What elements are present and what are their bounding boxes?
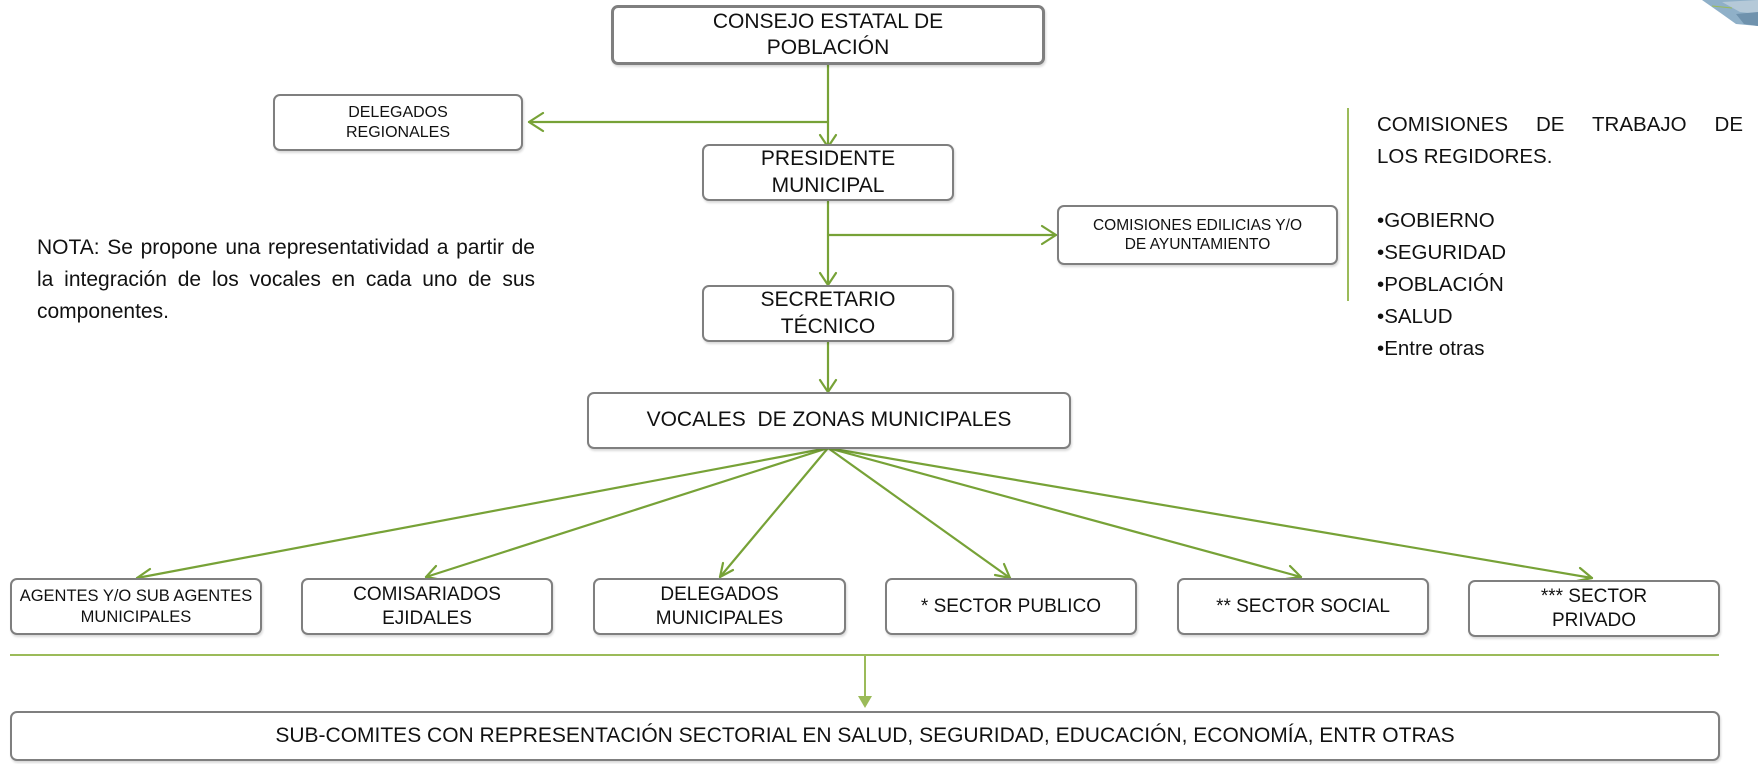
node-consejo-estatal: CONSEJO ESTATAL DE POBLACIÓN [611,5,1045,65]
connector-vocales-comisariados [424,446,830,579]
node-comisariados-label: COMISARIADOS EJIDALES [353,583,501,629]
connector-vocales-sector-privado [826,446,1594,580]
node-vocales-label: VOCALES DE ZONAS MUNICIPALES [646,408,1012,432]
corner-logo-icon [1702,0,1758,26]
commissions-title: COMISIONES DE TRABAJO DE [1377,113,1743,136]
commission-item: Entre otras [1377,333,1743,365]
node-delegados-regionales: DELEGADOS REGIONALES [273,94,523,151]
node-presidente-municipal: PRESIDENTE MUNICIPAL [702,144,954,201]
node-agentes-label: AGENTES Y/O SUB AGENTES MUNICIPALES [19,586,253,626]
commission-item: SEGURIDAD [1377,237,1743,269]
arrowhead-subcomites [858,696,872,708]
commissions-title-continued: LOS REGIDORES. [1377,145,1553,168]
node-vocales: VOCALES DE ZONAS MUNICIPALES [587,392,1071,449]
node-sector-publico: * SECTOR PUBLICO [885,578,1137,635]
connector-vocales-sector-publico [826,446,1012,580]
commission-item: POBLACIÓN [1377,269,1743,301]
node-sector-privado: *** SECTOR PRIVADO [1468,580,1720,637]
node-sector-social: ** SECTOR SOCIAL [1177,578,1429,635]
node-comisiones-edilicias-label: COMISIONES EDILICIAS Y/O DE AYUNTAMIENTO [1092,216,1302,253]
node-secretario-label: SECRETARIO TÉCNICO [760,288,896,338]
node-presidente-label: PRESIDENTE MUNICIPAL [760,147,896,197]
node-sector-privado-label: *** SECTOR PRIVADO [1540,585,1648,631]
node-consejo-label: CONSEJO ESTATAL DE POBLACIÓN [712,9,944,59]
node-secretario-tecnico: SECRETARIO TÉCNICO [702,285,954,342]
node-delegados-municipales: DELEGADOS MUNICIPALES [593,578,846,635]
connector-vocales-delegados-municipales [718,446,830,579]
commission-item: GOBIERNO [1377,205,1743,237]
node-comisariados-ejidales: COMISARIADOS EJIDALES [301,578,553,635]
note-text: NOTA: Se propone una representatividad a… [37,236,535,323]
node-sector-publico-label: * SECTOR PUBLICO [920,595,1102,617]
commission-item: SALUD [1377,301,1743,333]
node-comisiones-edilicias: COMISIONES EDILICIAS Y/O DE AYUNTAMIENTO [1057,205,1338,265]
connector-vocales-agentes [135,446,830,580]
commissions-list: COMISIONES DE TRABAJO DE LOS REGIDORES. … [1377,109,1743,365]
node-delegados-regionales-label: DELEGADOS REGIONALES [345,103,451,141]
node-agentes-municipales: AGENTES Y/O SUB AGENTES MUNICIPALES [10,578,262,635]
node-subcomites: SUB-COMITES CON REPRESENTACIÓN SECTORIAL… [10,711,1720,761]
connector-vocales-sector-social [826,446,1303,579]
node-sector-social-label: ** SECTOR SOCIAL [1216,595,1390,617]
node-subcomites-label: SUB-COMITES CON REPRESENTACIÓN SECTORIAL… [275,723,1455,747]
node-delegados-municipales-label: DELEGADOS MUNICIPALES [655,583,784,629]
